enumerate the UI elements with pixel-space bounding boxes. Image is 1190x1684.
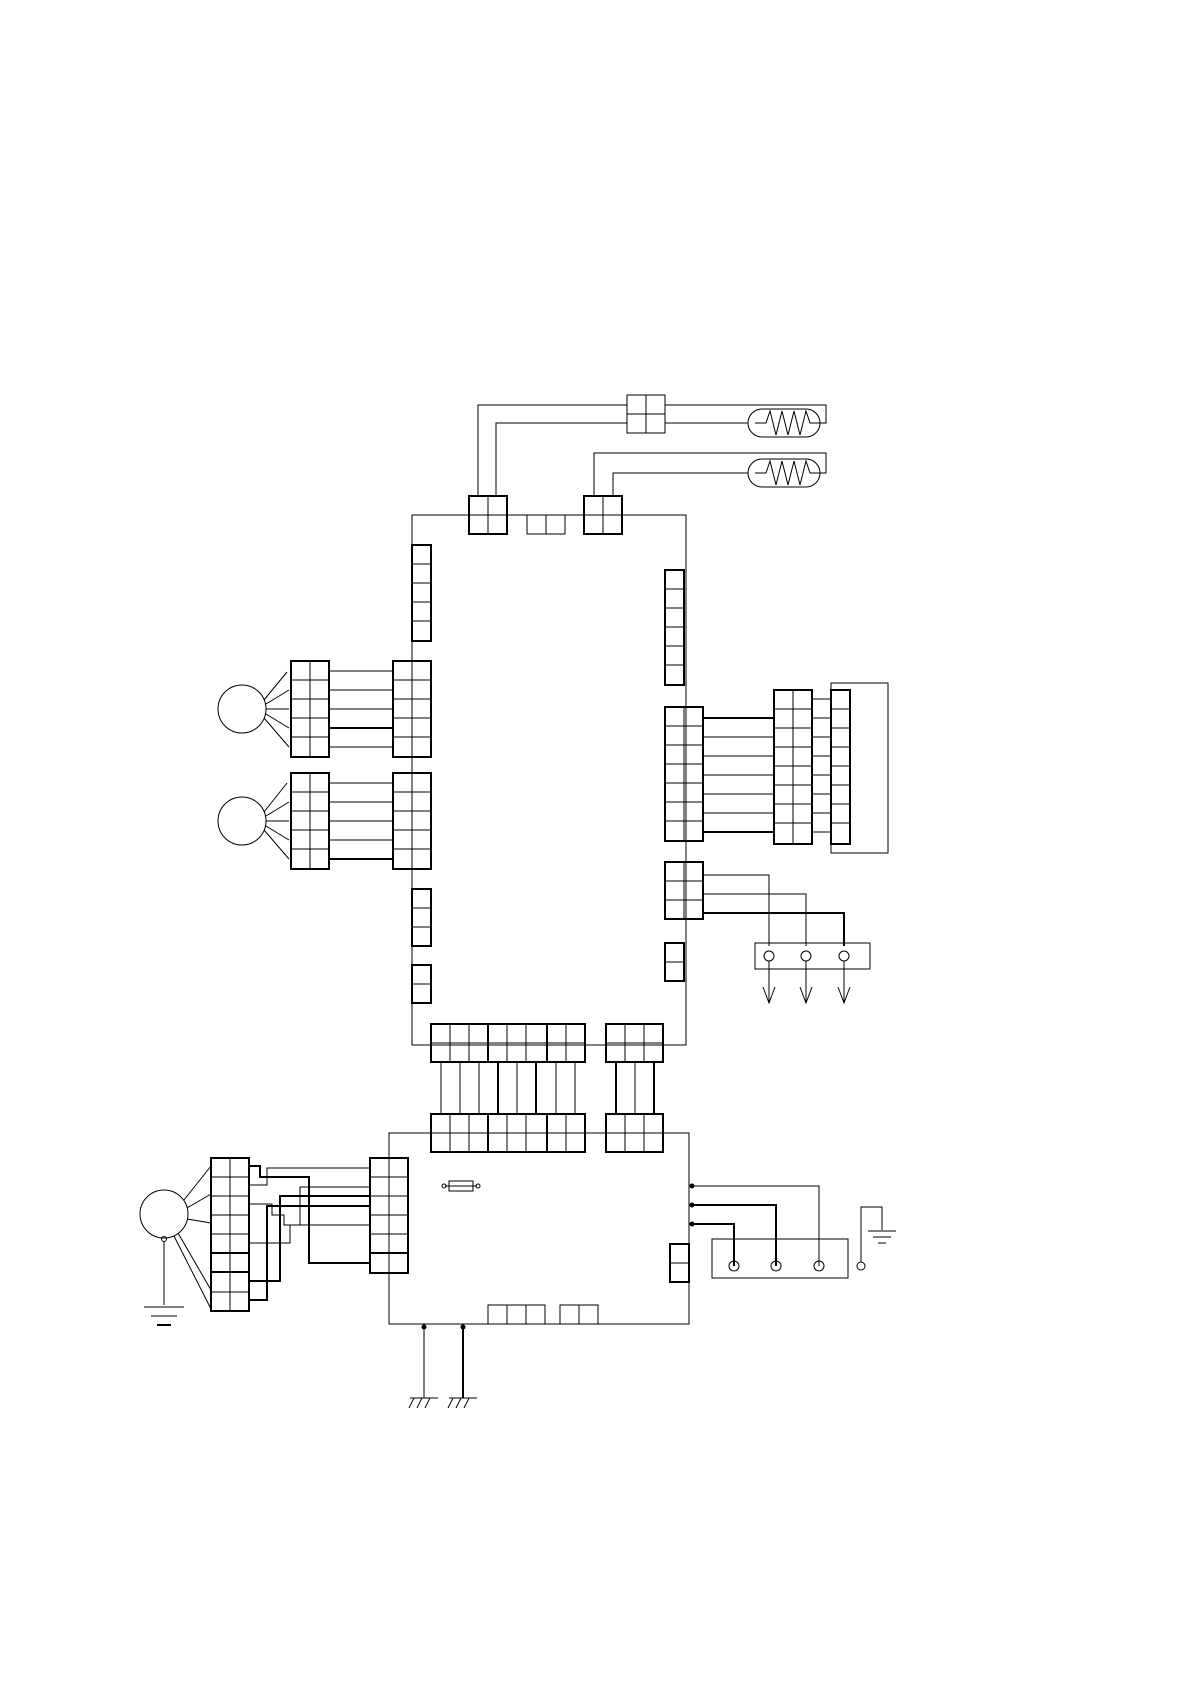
- lower-top-connector-1: [431, 1114, 585, 1152]
- lower-power-board: [370, 1114, 689, 1324]
- lower-bottom-connector-1: [488, 1305, 545, 1324]
- heater-element-2: [748, 459, 820, 487]
- board-right-connector-1: [665, 570, 684, 685]
- board-left-connector-1: [412, 545, 431, 641]
- sensor-terminal-block: [703, 875, 870, 1003]
- board-right-connector-sensor: [665, 862, 703, 919]
- lower-right-connector: [670, 1244, 689, 1282]
- fan-motor-1: [218, 661, 393, 757]
- board-left-connector-fan1: [393, 661, 431, 757]
- board-right-connector-2: [665, 943, 684, 981]
- board-bottom-connector-2: [606, 1024, 663, 1062]
- lower-top-connector-2: [606, 1114, 663, 1152]
- chassis-ground-1: [409, 1325, 438, 1409]
- board-right-connector-display: [665, 707, 703, 841]
- lower-bottom-connector-2: [560, 1305, 598, 1324]
- inter-board-wires: [441, 1062, 654, 1114]
- upper-control-board: [393, 496, 703, 1062]
- board-left-connector-fan2: [393, 773, 431, 869]
- board-top-connector-3: [584, 496, 622, 534]
- earth-ground-terminal: [857, 1207, 896, 1270]
- board-top-connector-2: [527, 515, 565, 534]
- board-top-connector-1: [469, 496, 507, 534]
- board-left-connector-3: [412, 965, 431, 1003]
- board-bottom-connector-1: [431, 1024, 585, 1062]
- heater-1-wiring: [478, 395, 826, 497]
- lower-left-connector: [370, 1158, 408, 1273]
- power-terminal-block: [690, 1184, 897, 1279]
- heater-2-wiring: [594, 453, 826, 497]
- fuse: [442, 1181, 480, 1191]
- heater-element-1: [748, 409, 820, 437]
- board-left-connector-2: [412, 889, 431, 946]
- chassis-ground-2: [448, 1325, 477, 1409]
- display-connector-block: [703, 683, 888, 853]
- fan-motor-2: [218, 773, 393, 869]
- compressor-motor: [140, 1158, 370, 1325]
